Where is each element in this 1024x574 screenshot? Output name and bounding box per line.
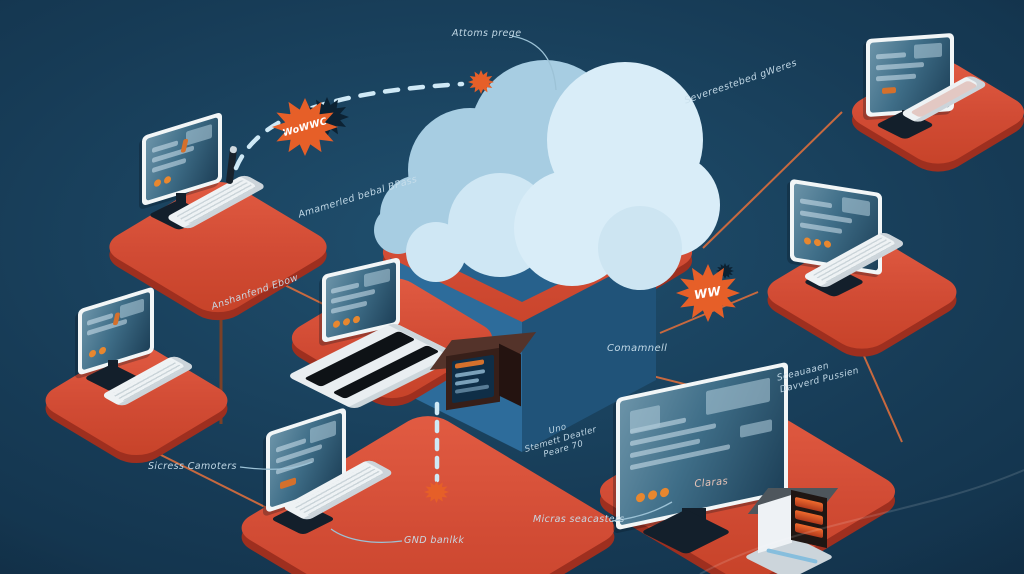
screen-content-block (186, 123, 212, 146)
screen-content-block (120, 298, 144, 319)
screen-content-block (740, 419, 772, 438)
screen-dots (333, 315, 360, 329)
server-box-front (446, 347, 500, 411)
www-badge-left-text: WoWWC (281, 115, 329, 139)
screen-content-line (800, 198, 832, 209)
server-box-side (499, 343, 521, 407)
server-screen (452, 354, 494, 404)
label-severe: Severeestebed gWeres (683, 57, 799, 107)
label-sereauath: Sceauaaen Davverd Pussien (776, 354, 860, 396)
label-attoms: Attoms prege (452, 28, 522, 39)
screen-accent (280, 477, 296, 490)
screen-dots (89, 346, 106, 359)
screen-content-line (876, 52, 906, 60)
server-screen-header (455, 359, 484, 369)
screen-content-line (876, 73, 916, 82)
screen-content-block (630, 404, 660, 434)
label-amamerled: Amamerled bebal BPass (297, 173, 419, 221)
screen-content-line (800, 222, 842, 234)
screen-content-block (310, 420, 336, 444)
label-sicress: Sicress Camoters (148, 461, 237, 472)
screen-content-block (706, 377, 770, 416)
label-micras: Micras seacasters (533, 514, 625, 525)
screen-content-block (364, 268, 390, 288)
label-gnd: GND banlkk (404, 535, 465, 546)
screen-content-line (876, 62, 924, 71)
screen-content-line (630, 444, 730, 471)
pointer-attoms (511, 35, 557, 91)
screen-content-block (914, 42, 942, 59)
wire-rightmiddle-to-claras (863, 355, 903, 443)
www-badge-right-text: WW (693, 283, 723, 303)
label-comamnell: Comamnell (607, 343, 668, 354)
label-und-block: Uno Stemett Deatler Peare 70 (516, 413, 606, 467)
spark-icon-cloud-edge (468, 70, 494, 94)
screen-dots (804, 236, 831, 249)
screen-content-block (842, 196, 870, 217)
server-screen-line (455, 369, 485, 378)
server-rack-front (791, 489, 827, 549)
screen-accent (882, 86, 896, 94)
server-screen-line (455, 384, 489, 394)
screen-dots (154, 175, 171, 188)
screen-dots (636, 487, 669, 504)
server-screen-line (455, 378, 479, 386)
server-rack-stripe (795, 522, 823, 539)
dashed-arc-to-cloud (233, 81, 465, 171)
